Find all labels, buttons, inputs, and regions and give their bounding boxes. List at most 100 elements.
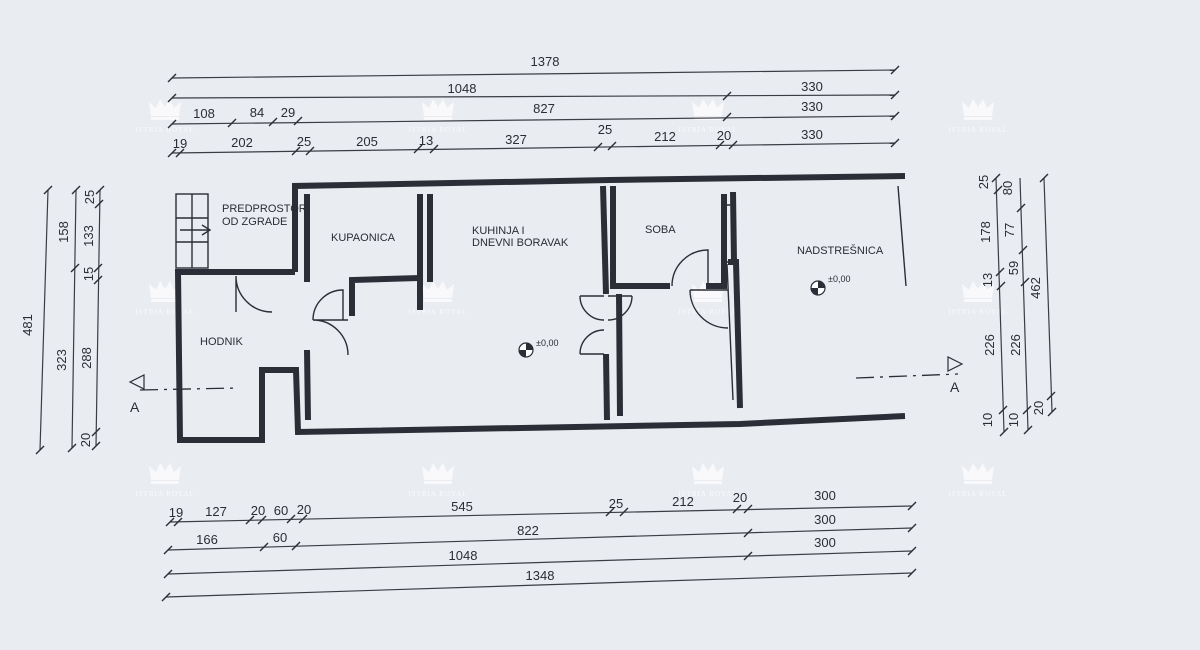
dim-bottom-r1-7: 212	[672, 494, 694, 509]
room-nadstresnica: NADSTREŠNICA	[797, 244, 884, 257]
dim-top-r2-1: 330	[801, 79, 823, 94]
dim-right-c1-4: 25	[976, 175, 991, 189]
dim-right-c2-2: 59	[1006, 261, 1021, 275]
dim-top-r4-4: 13	[419, 133, 433, 148]
left-dimensions: 481 323 158 20 288 15 133 25	[20, 185, 105, 455]
dim-right-c2-1: 226	[1008, 334, 1023, 356]
door-entry-icon	[235, 275, 273, 313]
wall-bottom	[174, 269, 906, 443]
dim-right-c2-3: 77	[1002, 223, 1017, 237]
dim-bottom-r1-9: 300	[814, 488, 836, 503]
wall-soba-left	[610, 186, 670, 289]
dim-top-r1-0: 1378	[531, 54, 560, 69]
dim-right-c2-0: 10	[1006, 413, 1021, 427]
top-dimensions: 1378 1048 330 108 84 29 827 330 19 202 2…	[167, 54, 900, 158]
dim-bottom-r2-1: 60	[273, 530, 287, 545]
watermark-crown-icon	[962, 463, 994, 484]
dim-bottom-r2-2: 822	[517, 523, 539, 538]
watermark-crown-icon	[422, 463, 454, 484]
section-line-right: A	[855, 356, 964, 395]
dim-bottom-r3-1: 300	[814, 535, 836, 550]
watermark-text: ISTRIA ROYAL	[135, 126, 194, 134]
dim-top-r4-5: 327	[505, 132, 527, 147]
dimension-line	[165, 572, 913, 598]
wall-top	[292, 173, 906, 272]
dim-bottom-r1-6: 25	[609, 496, 623, 511]
dim-right-c1-0: 10	[980, 413, 995, 427]
watermark-text: ISTRIA ROYAL	[948, 308, 1007, 316]
wall-soba-right	[706, 194, 727, 289]
watermark-text: ISTRIA ROYAL	[948, 490, 1007, 498]
dimension-line	[1019, 177, 1029, 431]
section-label-left: A	[130, 399, 140, 415]
canopy-edge	[897, 185, 907, 287]
dim-bottom-r1-1: 127	[205, 504, 227, 519]
canopy-window	[724, 204, 734, 401]
dimension-line	[171, 142, 896, 154]
watermark-crown-icon	[692, 463, 724, 484]
section-label-right: A	[950, 379, 960, 395]
dim-bottom-r2-3: 300	[814, 512, 836, 527]
watermark-text: ISTRIA ROYAL	[678, 126, 737, 134]
dim-bottom-r3-0: 1048	[449, 548, 478, 563]
door-double-left-icon	[579, 295, 605, 355]
dim-top-r4-3: 205	[356, 134, 378, 149]
dim-bottom-r4-0: 1348	[526, 568, 555, 583]
door-hall-icon	[312, 319, 349, 356]
dim-right-c2-4: 80	[1000, 181, 1015, 195]
arrow-right-icon	[180, 224, 212, 236]
dim-left-inner-3: 133	[81, 225, 96, 247]
wall-kitchen-right-top	[600, 185, 609, 295]
room-kuhinja-line1: KUHINJA I	[472, 225, 525, 237]
dimension-line	[171, 94, 896, 99]
watermark-text: ISTRIA ROYAL	[678, 490, 737, 498]
dim-left-mid-0: 323	[54, 349, 69, 371]
dimension-line	[171, 115, 896, 125]
watermark-crown-icon	[149, 463, 181, 484]
watermark-text: ISTRIA ROYAL	[408, 308, 467, 316]
room-hodnik: HODNIK	[200, 336, 243, 348]
watermark-text: ISTRIA ROYAL	[408, 126, 467, 134]
dim-left-inner-1: 288	[79, 347, 94, 369]
right-dimensions: 10 226 13 178 25 10 226 59 77 80 20 462	[976, 173, 1057, 437]
bottom-dimensions: 19 127 20 60 20 545 25 212 20 300 166 60…	[161, 488, 917, 602]
level-kitchen-label: ±0,00	[536, 338, 558, 348]
room-kupaonica: KUPAONICA	[331, 232, 396, 244]
dim-left-inner-2: 15	[81, 267, 96, 281]
dim-right-c1-3: 178	[978, 221, 993, 243]
wall-kitchen-right-bottom	[603, 353, 610, 421]
walls	[174, 173, 907, 443]
watermark-text: ISTRIA ROYAL	[948, 126, 1007, 134]
level-marker-kitchen: ±0,00	[518, 338, 558, 358]
level-canopy-label: ±0,00	[828, 274, 850, 284]
door-soba-lower-icon	[689, 289, 729, 329]
dim-left-outer: 481	[20, 314, 35, 336]
wall-bathroom-right	[349, 194, 423, 316]
dim-top-r4-7: 212	[654, 129, 676, 144]
watermark-crown-icon	[422, 99, 454, 120]
dim-top-r2-0: 1048	[448, 81, 477, 96]
watermark-crown-icon	[692, 99, 724, 120]
dim-right-c3-0: 20	[1031, 401, 1046, 415]
dim-bottom-r1-8: 20	[733, 490, 747, 505]
room-predprostor-line2: OD ZGRADE	[222, 216, 287, 228]
dim-top-r4-6: 25	[598, 122, 612, 137]
door-double-right-icon	[607, 295, 633, 321]
dimension-line	[167, 527, 913, 551]
dim-right-c1-2: 13	[980, 273, 995, 287]
dimension-line	[995, 177, 1005, 433]
door-soba-icon	[671, 249, 709, 287]
dimension-line	[95, 189, 101, 447]
dim-left-inner-0: 20	[78, 433, 93, 447]
room-labels: PREDPROSTOR OD ZGRADE KUPAONICA KUHINJA …	[200, 203, 884, 348]
dim-bottom-r2-0: 166	[196, 532, 218, 547]
level-marker-canopy: ±0,00	[810, 274, 850, 296]
wall-hall-inner	[304, 349, 311, 421]
dim-top-r3-3: 827	[533, 101, 555, 116]
dim-bottom-r1-3: 60	[274, 503, 288, 518]
dimension-line	[167, 550, 913, 575]
wall-soba-lower	[616, 293, 623, 417]
dim-top-r4-9: 330	[801, 127, 823, 142]
watermark-crown-icon	[422, 281, 454, 302]
